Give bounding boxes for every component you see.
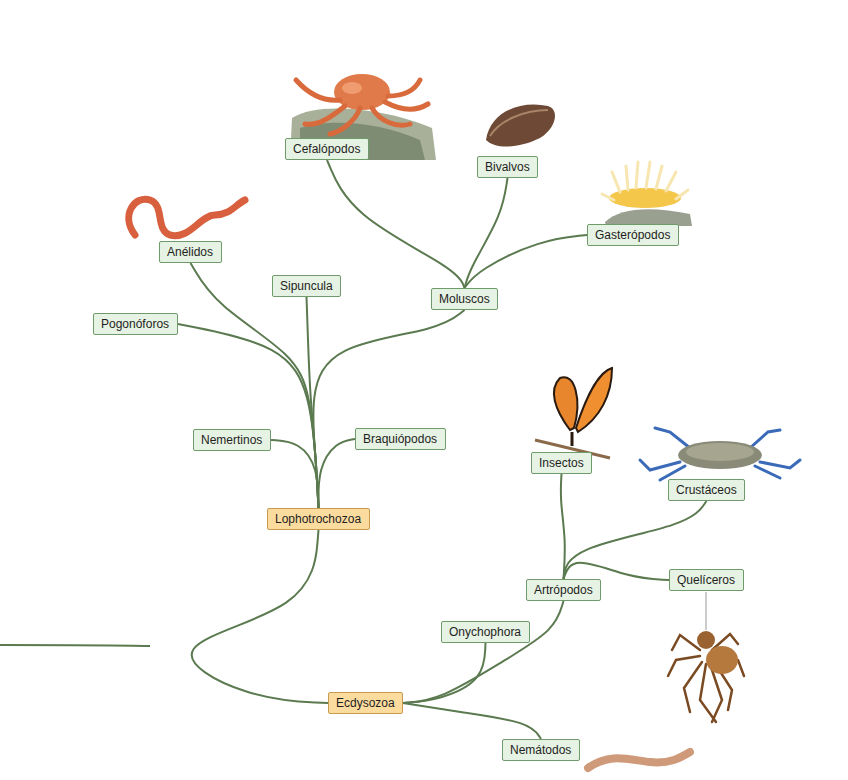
gastropod-illustration bbox=[602, 162, 692, 226]
taxon-label: Quelíceros bbox=[677, 573, 736, 587]
clade-box: Ecdysozoa bbox=[328, 692, 403, 714]
taxon-label: Ecdysozoa bbox=[336, 696, 395, 710]
taxon-box: Pogonóforos bbox=[93, 313, 178, 335]
tree-branch bbox=[318, 439, 355, 508]
root-branch bbox=[0, 645, 150, 646]
taxon-label: Gasterópodos bbox=[595, 228, 671, 242]
chelicerate-illustration bbox=[668, 592, 744, 722]
taxon-label: Onychophora bbox=[449, 625, 522, 639]
taxon-box: Anélidos bbox=[159, 241, 222, 263]
taxon-label: Anélidos bbox=[167, 245, 214, 259]
taxon-label: Nemátodos bbox=[510, 743, 572, 757]
taxon-label: Insectos bbox=[539, 456, 584, 470]
taxon-box: Bivalvos bbox=[477, 156, 538, 178]
taxon-label: Moluscos bbox=[439, 292, 490, 306]
taxon-label: Bivalvos bbox=[485, 160, 530, 174]
taxon-box: Artrópodos bbox=[526, 579, 601, 601]
tree-branch bbox=[465, 178, 508, 288]
taxon-label: Lophotrochozoa bbox=[275, 512, 362, 526]
tree-branch bbox=[564, 563, 670, 580]
taxon-box: Insectos bbox=[531, 452, 592, 474]
taxon-box: Sipuncula bbox=[272, 275, 341, 297]
tree-branch bbox=[313, 310, 464, 508]
insect-illustration bbox=[535, 368, 612, 458]
tree-branch bbox=[561, 474, 565, 579]
tree-branch bbox=[403, 601, 564, 703]
crustacean-illustration bbox=[640, 428, 800, 480]
tree-branch bbox=[191, 263, 319, 508]
clade-box: Lophotrochozoa bbox=[267, 508, 370, 530]
tree-branch bbox=[403, 703, 541, 739]
taxon-label: Pogonóforos bbox=[101, 317, 170, 331]
taxon-box: Nemátodos bbox=[502, 739, 580, 761]
tree-branch bbox=[178, 324, 319, 508]
tree-branch bbox=[564, 501, 707, 579]
taxon-label: Cefalópodos bbox=[293, 142, 361, 156]
taxon-box: Braquiópodos bbox=[355, 428, 446, 450]
taxon-box: Quelíceros bbox=[669, 569, 744, 591]
taxon-label: Sipuncula bbox=[280, 279, 333, 293]
tree-branch bbox=[271, 440, 319, 508]
taxon-label: Braquiópodos bbox=[363, 432, 438, 446]
taxon-label: Nemertinos bbox=[201, 433, 263, 447]
annelid-illustration bbox=[129, 199, 245, 235]
taxon-box: Crustáceos bbox=[668, 479, 745, 501]
taxon-label: Crustáceos bbox=[676, 483, 737, 497]
nematode-illustration bbox=[588, 752, 690, 768]
tree-branch bbox=[327, 160, 465, 288]
taxon-box: Nemertinos bbox=[193, 429, 271, 451]
taxon-box: Onychophora bbox=[441, 621, 530, 643]
tree-branch bbox=[192, 530, 328, 703]
taxon-box: Gasterópodos bbox=[587, 224, 679, 246]
taxon-box: Cefalópodos bbox=[285, 138, 369, 160]
taxon-label: Artrópodos bbox=[534, 583, 593, 597]
tree-branch bbox=[465, 235, 588, 288]
bivalve-illustration bbox=[486, 104, 555, 146]
taxon-box: Moluscos bbox=[431, 288, 498, 310]
